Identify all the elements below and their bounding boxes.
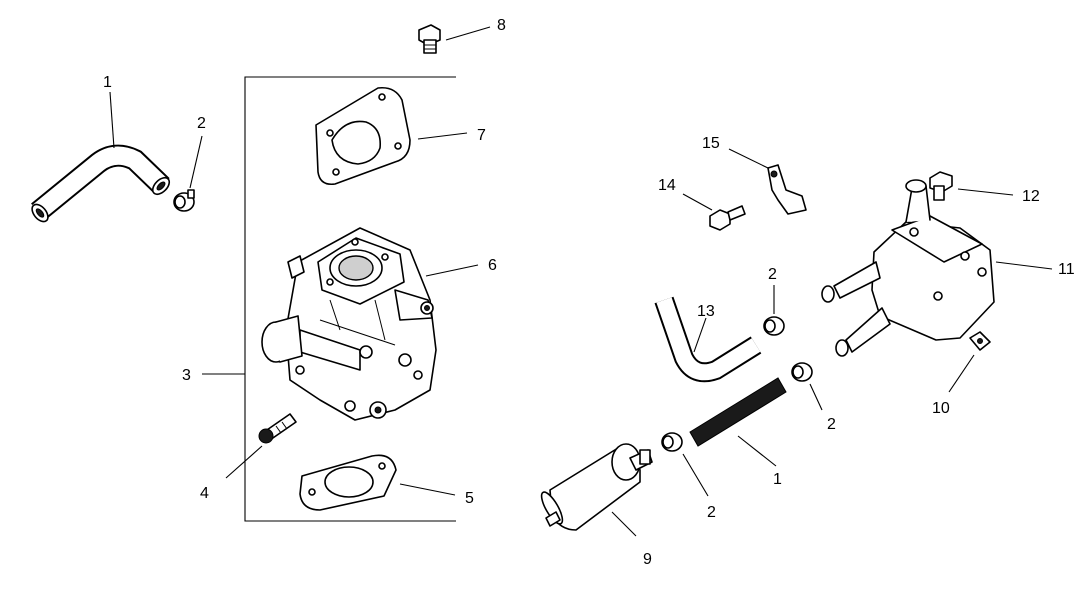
drain-plug [969, 331, 991, 351]
label-part-9: 9 [643, 551, 652, 568]
carburetor-top-gasket [315, 86, 411, 186]
label-part-13: 13 [697, 303, 715, 320]
fuel-hose-bent [654, 296, 762, 383]
bolt-top [418, 24, 441, 54]
label-part-15: 15 [702, 135, 720, 152]
carburetor [261, 227, 437, 421]
label-part-1-left: 1 [103, 74, 112, 91]
fuel-pump [821, 179, 995, 357]
carburetor-base-gasket [299, 454, 397, 511]
label-part-14: 14 [658, 177, 676, 194]
hose-clamp-middle-right [791, 362, 813, 382]
hose-clamp-upper-right [763, 316, 785, 336]
label-part-7: 7 [477, 127, 486, 144]
label-part-3: 3 [182, 367, 191, 384]
label-part-6: 6 [488, 257, 497, 274]
assembly-bracket [202, 76, 456, 522]
fuel-hose-left [31, 144, 171, 223]
fuel-hose-straight [689, 377, 787, 447]
label-part-11: 11 [1058, 261, 1075, 278]
hose-clamp-lower-right [661, 432, 683, 452]
fuel-filter [540, 443, 653, 531]
idle-mixture-screw [258, 413, 297, 444]
label-part-2-top-left: 2 [197, 115, 206, 132]
mounting-screw [709, 205, 746, 231]
label-part-2-middle-right: 2 [827, 416, 836, 433]
label-part-4: 4 [200, 485, 209, 502]
label-part-2-lower-right: 2 [707, 504, 716, 521]
hose-clip-bracket [767, 164, 807, 215]
label-part-10: 10 [932, 400, 950, 417]
hose-clamp-top-left [173, 189, 195, 212]
label-part-5: 5 [465, 490, 474, 507]
label-part-2-upper-right: 2 [768, 266, 777, 283]
fuel-pump-bolt [929, 171, 953, 201]
label-part-1-right: 1 [773, 471, 782, 488]
label-part-12: 12 [1022, 188, 1040, 205]
label-part-8: 8 [497, 17, 506, 34]
